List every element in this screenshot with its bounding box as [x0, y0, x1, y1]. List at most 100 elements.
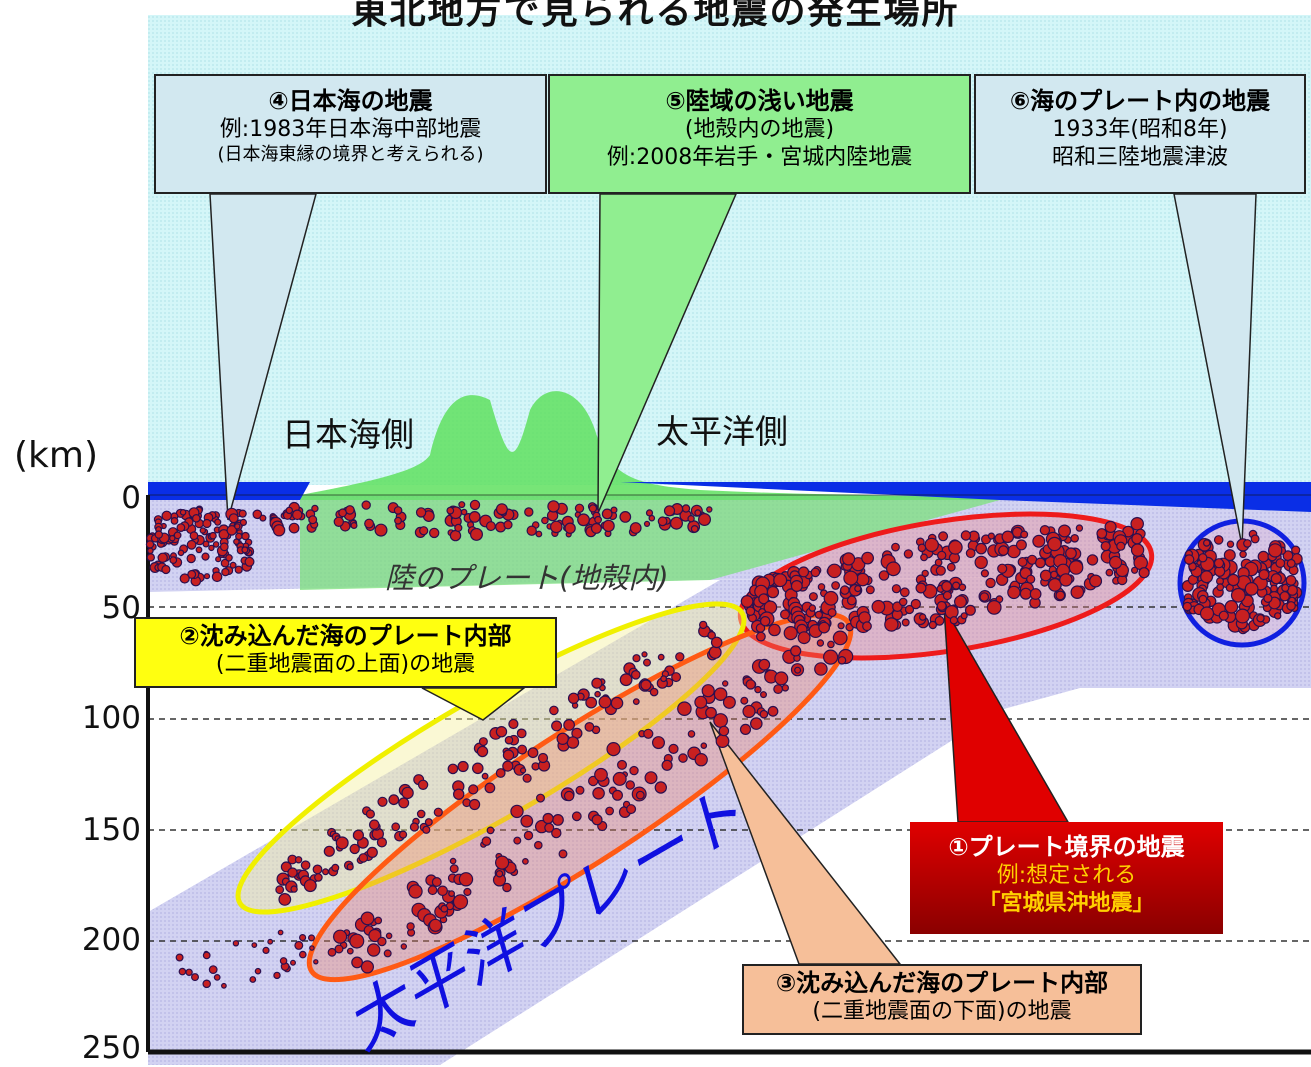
- hypocenter-dot: [745, 679, 756, 690]
- hypocenter-dot: [234, 523, 241, 530]
- hypocenter-dot: [523, 830, 534, 841]
- hypocenter-dot: [1200, 570, 1214, 584]
- hypocenter-dot: [481, 772, 489, 780]
- hypocenter-dot: [285, 506, 293, 515]
- hypocenter-dot: [563, 790, 575, 802]
- tick-0: 0: [121, 480, 141, 516]
- hypocenter-dot: [376, 837, 387, 848]
- hypocenter-dot: [495, 855, 510, 870]
- hypocenter-dot: [985, 577, 996, 589]
- hypocenter-dot: [368, 928, 382, 943]
- hypocenter-dot: [147, 547, 154, 555]
- hypocenter-dot: [654, 781, 668, 794]
- callout-japan-sea-quake: ④日本海の地震 例:1983年日本海中部地震 (日本海東縁の境界と考えられる): [154, 74, 547, 194]
- hypocenter-dot: [643, 728, 654, 739]
- hypocenter-dot: [287, 867, 298, 878]
- hypocenter-dot: [275, 885, 285, 895]
- hypocenter-dot: [1086, 554, 1099, 566]
- hypocenter-dot: [591, 677, 603, 689]
- hypocenter-dot: [1130, 516, 1144, 531]
- hypocenter-dot: [398, 797, 410, 809]
- hypocenter-dot: [169, 535, 176, 542]
- hypocenter-dot: [400, 943, 407, 950]
- hypocenter-dot: [346, 947, 354, 955]
- hypocenter-dot: [625, 780, 635, 790]
- hypocenter-dot: [713, 687, 728, 701]
- hypocenter-dot: [1213, 558, 1225, 569]
- hypocenter-dot: [904, 604, 915, 615]
- hypocenter-dot: [611, 789, 623, 801]
- hypocenter-dot: [605, 806, 614, 816]
- hypocenter-dot: [910, 598, 922, 610]
- hypocenter-dot: [1199, 606, 1215, 621]
- hypocenter-dot: [1256, 614, 1265, 623]
- hypocenter-dot: [469, 499, 481, 511]
- hypocenter-dot: [409, 822, 419, 832]
- hypocenter-dot: [739, 723, 752, 736]
- hypocenter-dot: [175, 953, 184, 962]
- hypocenter-dot: [241, 531, 250, 541]
- hypocenter-dot: [1055, 590, 1066, 601]
- hypocenter-dot: [591, 814, 603, 826]
- hypocenter-dot: [374, 916, 383, 925]
- hypocenter-dot: [839, 585, 850, 595]
- pacific-side-label: 太平洋側: [656, 412, 788, 451]
- hypocenter-dot: [201, 552, 210, 561]
- hypocenter-dot: [928, 620, 938, 630]
- hypocenter-dot: [408, 884, 423, 899]
- hypocenter-dot: [463, 887, 472, 897]
- hypocenter-dot: [377, 796, 388, 807]
- hypocenter-dot: [862, 621, 872, 632]
- japan-sea-side-label: 日本海側: [282, 415, 414, 454]
- hypocenter-dot: [974, 555, 988, 570]
- hypocenter-dot: [1065, 547, 1077, 560]
- hypocenter-dot: [899, 587, 910, 598]
- hypocenter-dot: [476, 745, 489, 758]
- hypocenter-dot: [694, 509, 702, 517]
- hypocenter-dot: [416, 809, 426, 819]
- callout-line: (二重地震面の下面)の地震: [812, 999, 1072, 1024]
- hypocenter-dot: [556, 732, 569, 746]
- hypocenter-dot: [520, 814, 534, 828]
- hypocenter-dot: [170, 517, 179, 525]
- hypocenter-dot: [294, 940, 304, 950]
- hypocenter-dot: [1039, 525, 1051, 536]
- hypocenter-dot: [585, 696, 598, 709]
- hypocenter-dot: [535, 530, 543, 538]
- hypocenter-dot: [1198, 594, 1208, 604]
- callout-pointers: [209, 193, 1257, 965]
- hypocenter-dot: [649, 687, 659, 697]
- hypocenter-dot: [773, 573, 788, 588]
- hypocenter-dot: [522, 858, 529, 865]
- hypocenter-dot: [187, 569, 197, 579]
- hypocenter-dot: [917, 543, 927, 553]
- hypocenter-dot: [368, 819, 380, 830]
- hypocenter-dot: [377, 936, 387, 947]
- hypocenter-dot: [415, 507, 427, 518]
- hypocenter-dot: [535, 793, 545, 803]
- hypocenter-dot: [594, 690, 601, 698]
- hypocenter-dot: [619, 673, 633, 687]
- hypocenter-dot: [291, 509, 303, 521]
- hypocenter-dot: [644, 771, 658, 785]
- hypocenter-dot: [758, 593, 770, 605]
- hypocenter-dot: [288, 522, 300, 534]
- hypocenter-dot: [383, 949, 392, 958]
- hypocenter-dot: [632, 654, 641, 663]
- land-topography: [300, 391, 1000, 500]
- hypocenter-dot: [179, 508, 187, 516]
- hypocenter-dot: [229, 561, 237, 569]
- hypocenter-dot: [157, 552, 168, 564]
- hypocenter-dot: [610, 506, 618, 514]
- hypocenter-dot: [308, 934, 316, 942]
- hypocenter-dot: [361, 500, 371, 510]
- hypocenter-dot: [427, 885, 438, 896]
- hypocenter-dot: [648, 514, 656, 522]
- hypocenter-dot: [632, 698, 640, 705]
- hypocenter-dot: [690, 525, 699, 533]
- hypocenter-dot: [854, 584, 862, 593]
- callout-line: 例:1983年日本海中部地震: [219, 117, 482, 142]
- hypocenter-dot: [832, 630, 848, 646]
- hypocenter-dot: [331, 863, 340, 872]
- hypocenter-dot: [816, 639, 825, 647]
